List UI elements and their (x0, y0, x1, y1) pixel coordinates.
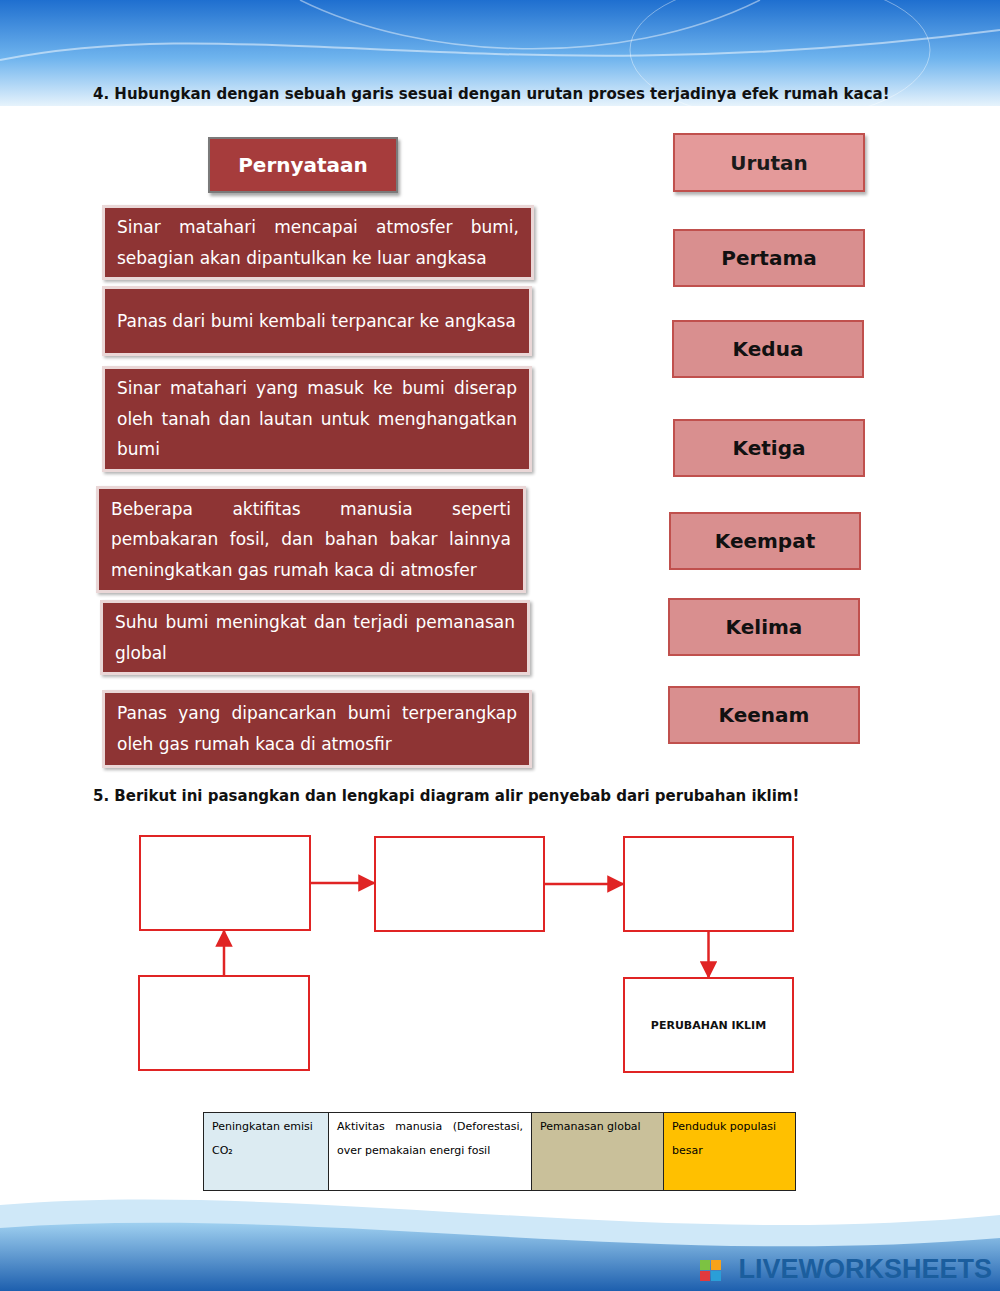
box-text: Ketiga (733, 436, 806, 460)
logo-squares (700, 1260, 721, 1281)
order-box: Pertama (673, 229, 865, 287)
statement-box: Panas yang dipancarkan bumi terperangkap… (102, 690, 532, 768)
statement-box: Sinar matahari yang masuk ke bumi disera… (102, 366, 532, 472)
box-text: Pernyataan (238, 153, 368, 177)
answer-table: Peningkatan emisi CO₂ Aktivitas manusia (… (203, 1112, 796, 1191)
statement-box: Suhu bumi meningkat dan terjadi pemanasa… (100, 600, 530, 675)
header-banner (0, 0, 1000, 106)
order-box: Kedua (672, 320, 864, 378)
question-text: 4. Hubungkan dengan sebuah garis sesuai … (93, 85, 889, 103)
statement-box: Beberapa aktifitas manusia seperti pemba… (96, 486, 526, 593)
header-box: Pernyataan (208, 137, 398, 193)
order-box: Keempat (669, 512, 861, 570)
footer-wave (0, 1223, 1000, 1291)
box-text: Pertama (721, 246, 816, 270)
box-text: Sinar matahari mencapai atmosfer bumi, s… (117, 212, 519, 273)
table-cell: Penduduk populasi besar (664, 1113, 796, 1191)
flow-arrow (223, 931, 226, 975)
box-text: Urutan (730, 151, 808, 175)
flow-box (138, 975, 310, 1071)
cell-text: Peningkatan emisi CO₂ (212, 1120, 313, 1157)
banner-curve (300, 0, 760, 49)
statement-box: Sinar matahari mencapai atmosfer bumi, s… (102, 205, 534, 280)
statement-box: Panas dari bumi kembali terpancar ke ang… (102, 286, 532, 356)
flow-box (139, 835, 311, 931)
flow-arrow (707, 932, 710, 977)
box-text: Keempat (715, 529, 816, 553)
watermark: LIVEWORKSHEETS (738, 1254, 992, 1285)
table-cell: Aktivitas manusia (Deforestasi, over pem… (329, 1113, 532, 1191)
table-cell: Peningkatan emisi CO₂ (204, 1113, 329, 1191)
box-text: Sinar matahari yang masuk ke bumi disera… (117, 373, 517, 465)
flow-arrow (545, 883, 623, 886)
box-text: Beberapa aktifitas manusia seperti pemba… (111, 494, 511, 586)
box-text: PERUBAHAN IKLIM (651, 1019, 766, 1032)
flow-box: PERUBAHAN IKLIM (623, 977, 794, 1073)
box-text: Kedua (733, 337, 804, 361)
cell-text: Penduduk populasi besar (672, 1120, 776, 1157)
box-text: Suhu bumi meningkat dan terjadi pemanasa… (115, 607, 515, 668)
box-text: Kelima (726, 615, 803, 639)
flow-box (374, 836, 545, 932)
box-text: Keenam (719, 703, 810, 727)
banner-curve (0, 30, 1000, 60)
question-text: 5. Berikut ini pasangkan dan lengkapi di… (93, 787, 799, 805)
box-text: Panas dari bumi kembali terpancar ke ang… (117, 306, 517, 337)
cell-text: Pemanasan global (540, 1120, 641, 1133)
order-box: Ketiga (673, 419, 865, 477)
flow-arrow (311, 882, 374, 885)
cell-text: Aktivitas manusia (Deforestasi, over pem… (337, 1115, 523, 1163)
header-box: Urutan (673, 133, 865, 192)
flow-box (623, 836, 794, 932)
order-box: Kelima (668, 598, 860, 656)
footer-wave (0, 1199, 1000, 1291)
order-box: Keenam (668, 686, 860, 744)
table-cell: Pemanasan global (532, 1113, 664, 1191)
box-text: Panas yang dipancarkan bumi terperangkap… (117, 698, 517, 759)
